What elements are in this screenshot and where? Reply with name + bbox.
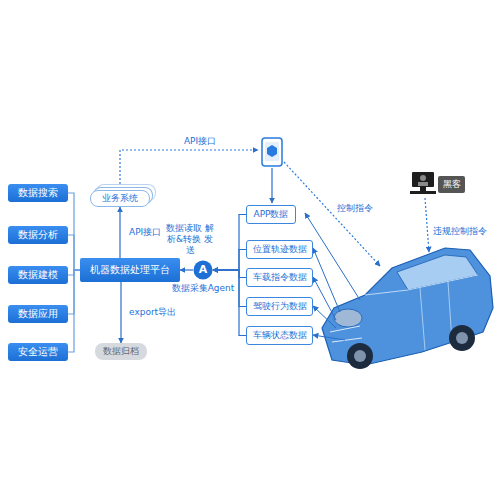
- function-box: 数据建模: [8, 266, 68, 284]
- edge-label: export导出: [128, 307, 177, 318]
- flow-arrow: [120, 282, 121, 343]
- data-box: APP数据: [246, 205, 296, 224]
- node-label: 数据建模: [14, 269, 62, 281]
- car-engine: [334, 309, 362, 327]
- edge-label: API接口: [128, 227, 162, 238]
- function-box: 数据应用: [8, 305, 68, 323]
- function-box: 安全运营: [8, 343, 68, 361]
- car-door-line: [420, 282, 452, 350]
- car-hub: [354, 350, 366, 362]
- flow-arrow: [213, 215, 246, 271]
- car-hub: [456, 332, 468, 344]
- flow-arrow: [180, 269, 193, 270]
- data-box: 位置轨迹数据: [246, 240, 313, 259]
- node-label: 数据分析: [14, 229, 62, 241]
- function-box: 数据分析: [8, 226, 68, 244]
- node-label: 车载指令数据: [252, 272, 307, 283]
- car-data-arrow: [313, 306, 336, 328]
- data-box: 驾驶行为数据: [246, 297, 313, 316]
- hacker-head: [420, 175, 426, 181]
- node-label: 数据应用: [14, 308, 62, 320]
- car-window: [397, 255, 478, 290]
- agent-circle: A数据采集Agent: [193, 260, 213, 280]
- computer-keyboard: [410, 191, 436, 194]
- data-box: 车辆状态数据: [246, 326, 313, 345]
- computer-stand: [420, 187, 426, 191]
- phone-app-icon: [267, 145, 277, 157]
- agent-circle-fill: [194, 261, 213, 280]
- car-data-arrow: [313, 335, 345, 340]
- flow-arrow: [213, 250, 246, 271]
- node-label: 位置轨迹数据: [252, 244, 307, 255]
- edge-label: 数据读取 解析&转换 发送: [164, 223, 216, 256]
- data-box: 车载指令数据: [246, 268, 313, 287]
- phone-icon: [262, 138, 282, 166]
- node-label: 安全运营: [14, 346, 62, 358]
- car-grille: [330, 326, 362, 342]
- car-body: [322, 248, 493, 365]
- node-label: APP数据: [252, 209, 290, 220]
- flow-arrow: [213, 270, 246, 278]
- node-label: 机器数据处理平台: [88, 264, 172, 276]
- node-caption: 数据采集Agent: [172, 283, 235, 294]
- flow-arrow: [213, 270, 246, 336]
- phone-screen: [265, 142, 279, 161]
- node-label: 驾驶行为数据: [252, 301, 307, 312]
- annotation-label: 控制指令: [336, 203, 374, 214]
- car-data-arrow: [313, 277, 336, 320]
- bracket-line: [68, 235, 80, 270]
- node-label: 车辆状态数据: [252, 330, 307, 341]
- bracket-line: [68, 270, 80, 352]
- hacker-body: [418, 182, 428, 186]
- node-label: A: [193, 260, 213, 280]
- system-box: 业务系统: [90, 190, 150, 207]
- illegal-control-line: [425, 198, 429, 252]
- platform-box: 机器数据处理平台: [80, 258, 180, 282]
- node-label: 数据搜索: [14, 187, 62, 199]
- archive-box: 数据归档: [95, 343, 147, 360]
- car-line: [365, 275, 478, 295]
- computer-icon: [412, 172, 434, 187]
- car-wheel: [347, 343, 373, 369]
- node-label: 业务系统: [99, 193, 141, 204]
- hacker-box: 黑客: [438, 176, 465, 193]
- node-label: 黑客: [442, 179, 461, 190]
- car-wheel: [449, 325, 475, 351]
- annotation-label: API接口: [183, 136, 217, 147]
- car-data-arrow: [305, 213, 360, 300]
- phone-arrow: [271, 168, 272, 203]
- api-dotted-line: [120, 150, 258, 184]
- annotation-label: 违规控制指令: [432, 226, 488, 237]
- bracket-line: [68, 193, 80, 270]
- node-label: 数据归档: [101, 346, 141, 357]
- flow-arrow: [119, 207, 120, 258]
- function-box: 数据搜索: [8, 184, 68, 202]
